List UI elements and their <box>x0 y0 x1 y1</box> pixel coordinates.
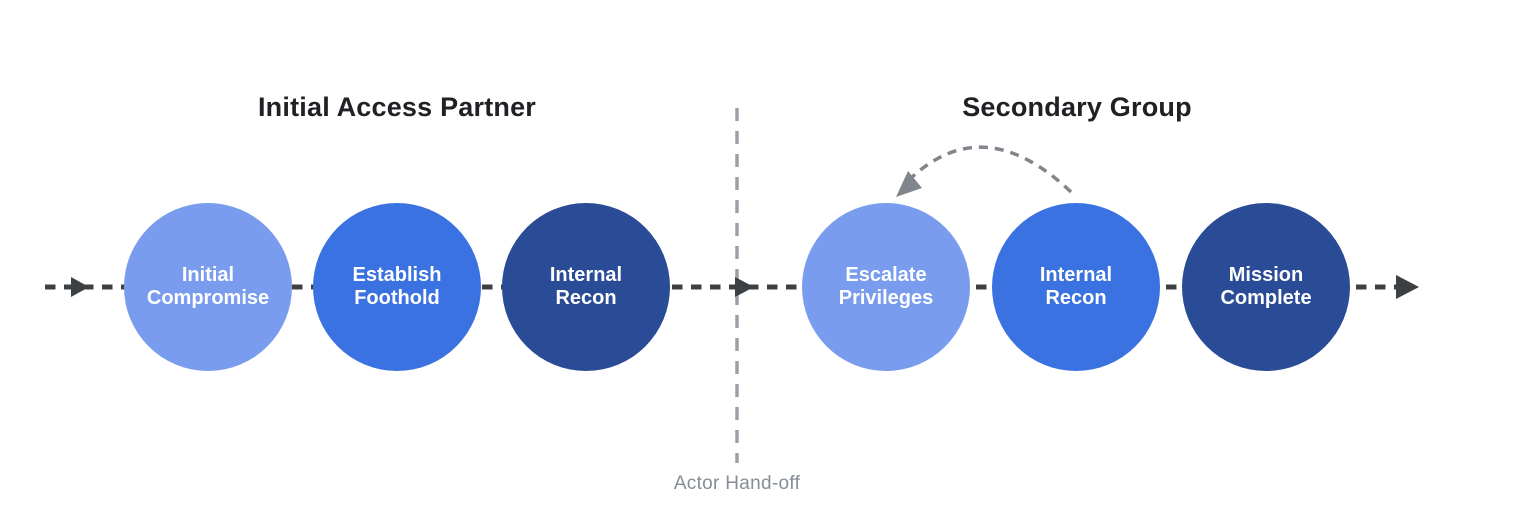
node-escalate-privileges: Escalate Privileges <box>802 203 970 371</box>
node-establish-foothold: Establish Foothold <box>313 203 481 371</box>
node-label: Internal Recon <box>549 264 623 309</box>
group-title-initial-access-partner: Initial Access Partner <box>257 92 537 122</box>
node-label: Establish Foothold <box>352 264 442 309</box>
flow-arrowhead-handoff-icon <box>735 277 754 297</box>
group-title-secondary-group: Secondary Group <box>962 92 1192 122</box>
node-initial-compromise: Initial Compromise <box>124 203 292 371</box>
node-label: Internal Recon <box>1039 264 1113 309</box>
node-internal-recon-first: Internal Recon <box>502 203 670 371</box>
loopback-arrowhead-icon <box>896 171 922 197</box>
loopback-arrow <box>909 145 1073 194</box>
node-label: Initial Compromise <box>146 264 270 309</box>
node-label: Mission Complete <box>1220 264 1312 309</box>
flow-arrowhead-end-icon <box>1396 275 1419 299</box>
flow-arrowhead-start-icon <box>71 277 89 297</box>
node-label: Escalate Privileges <box>838 264 934 309</box>
node-internal-recon-second: Internal Recon <box>992 203 1160 371</box>
node-mission-complete: Mission Complete <box>1182 203 1350 371</box>
actor-handoff-label: Actor Hand-off <box>673 473 801 494</box>
